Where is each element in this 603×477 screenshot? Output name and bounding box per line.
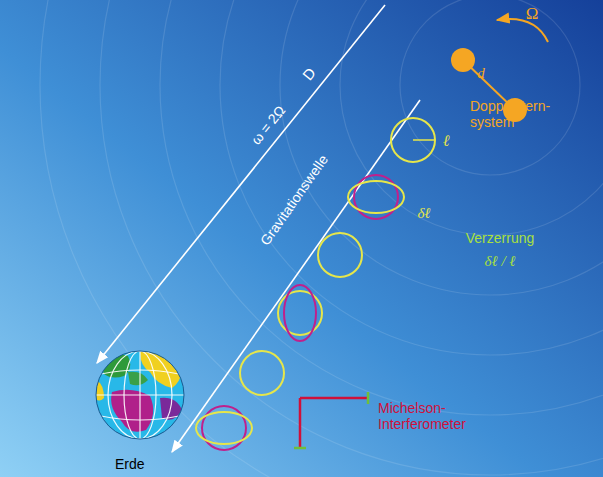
- interferometer-symbol: [294, 392, 368, 448]
- angular-velocity-label: Ω: [526, 4, 539, 24]
- length-label: ℓ: [443, 132, 450, 150]
- separation-label: d: [477, 65, 485, 82]
- wave-fronts: [40, 0, 603, 477]
- distance-arrow: [97, 5, 385, 363]
- length-change-label: δℓ: [417, 205, 430, 222]
- strain-formula: δℓ / ℓ: [484, 253, 515, 270]
- interferometer-label: Michelson- Interferometer: [378, 400, 486, 432]
- earth-globe: [94, 350, 184, 439]
- wave-arrow: [172, 100, 420, 452]
- binary-star-label: Doppelstern- system: [470, 98, 562, 130]
- distortion-label: Verzerrung: [466, 230, 534, 246]
- earth-label: Erde: [115, 456, 145, 472]
